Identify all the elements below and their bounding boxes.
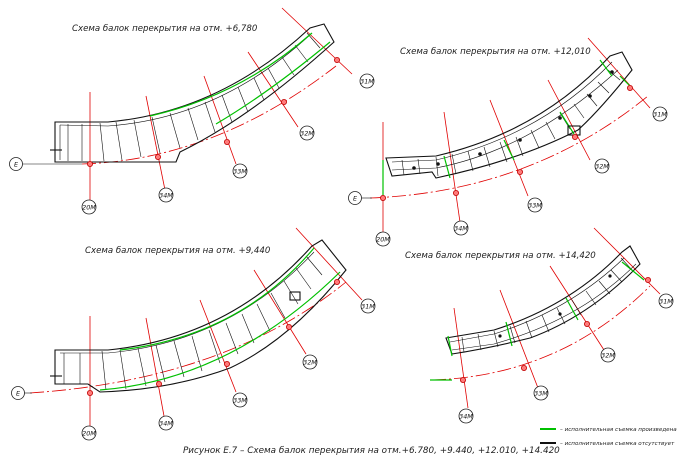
- axis-label-33m: 33М: [528, 202, 542, 210]
- axis-label-31m: 31М: [360, 78, 374, 86]
- scheme-title: Схема балок перекрытия на отм. +12,010: [400, 47, 591, 57]
- axis-bubbles: Е 20М 34М 33М 32М 31М: [348, 106, 668, 247]
- legend-item-missing: – исполнительная съемка отсутствует: [560, 441, 675, 447]
- axis-label-33m: 33М: [233, 397, 247, 405]
- axis-markers: [87, 57, 340, 167]
- axis-label-e: Е: [353, 195, 358, 203]
- axis-label-20m: 20М: [376, 236, 390, 244]
- beam-layout: [382, 51, 633, 198]
- scheme-12010: Схема балок перекрытия на отм. +12,010: [348, 37, 668, 247]
- legend-item-surveyed: – исполнительная съемка произведена: [560, 427, 677, 433]
- axis-label-31m: 31М: [659, 298, 673, 306]
- grid-axes: [22, 227, 363, 426]
- axis-label-33m: 33М: [233, 168, 247, 176]
- scheme-9440: Схема балок перекрытия на отм. +9,440: [11, 227, 376, 441]
- grid-axes: [360, 37, 651, 232]
- scheme-6780: Схема балок перекрытия на отм. +6,780: [9, 7, 375, 215]
- axis-label-31m: 31М: [361, 303, 375, 311]
- axis-label-32m: 32М: [303, 359, 317, 367]
- scheme-title: Схема балок перекрытия на отм. +14,420: [405, 251, 596, 261]
- figure-caption: Рисунок Е.7 – Схема балок перекрытия на …: [183, 446, 560, 456]
- scheme-14420: Схема балок перекрытия на отм. +14,420: [405, 227, 674, 424]
- axis-label-32m: 32М: [601, 352, 615, 360]
- beam-layout: [50, 239, 347, 393]
- axis-label-32m: 32М: [300, 130, 314, 138]
- axis-label-e: Е: [14, 161, 19, 169]
- axis-label-34m: 34М: [459, 413, 473, 421]
- beam-layout: [50, 23, 335, 163]
- axis-bubbles: Е 20М 34М 33М 32М 31М: [11, 298, 376, 441]
- axis-markers: [379, 85, 634, 201]
- axis-markers: [459, 276, 652, 383]
- axis-label-34m: 34М: [159, 420, 173, 428]
- axis-bubbles: 34М 33М 32М 31М: [458, 293, 674, 424]
- axis-label-32m: 32М: [595, 163, 609, 171]
- legend: – исполнительная съемка произведена – ис…: [540, 427, 677, 447]
- axis-label-31m: 31М: [653, 111, 667, 119]
- axis-label-20m: 20М: [82, 430, 96, 438]
- scheme-title: Схема балок перекрытия на отм. +6,780: [72, 24, 258, 34]
- axis-label-e: Е: [16, 390, 21, 398]
- axis-label-33m: 33М: [534, 390, 548, 398]
- scheme-title: Схема балок перекрытия на отм. +9,440: [85, 246, 271, 256]
- axis-bubbles: Е 20М 34М 33М 32М 31М: [9, 73, 375, 215]
- beam-layout: [430, 245, 645, 381]
- axis-label-34m: 34М: [454, 225, 468, 233]
- axis-label-20m: 20М: [82, 204, 96, 212]
- axis-markers: [87, 278, 340, 396]
- axis-label-34m: 34М: [159, 192, 173, 200]
